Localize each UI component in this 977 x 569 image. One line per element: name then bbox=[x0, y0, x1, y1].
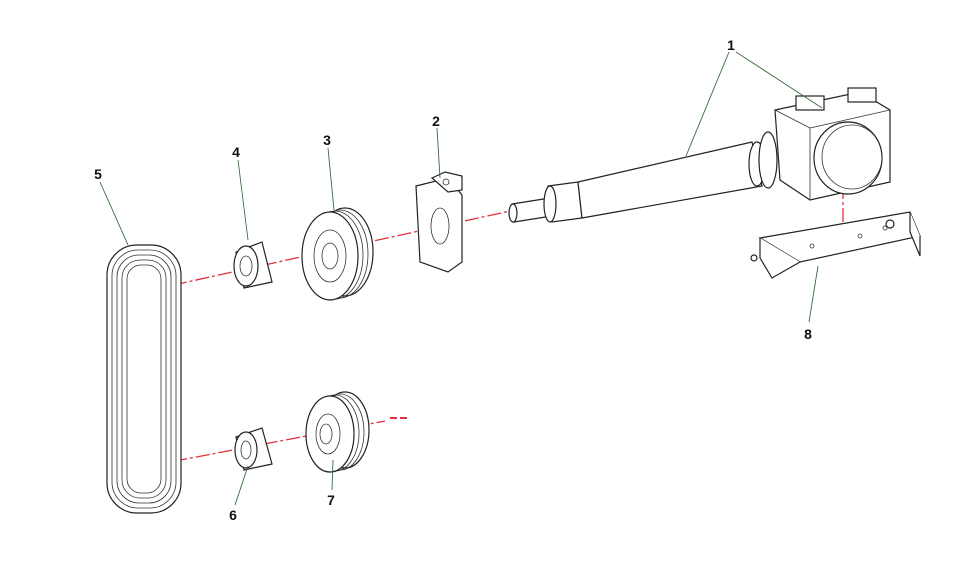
callout-3: 3 bbox=[323, 132, 331, 148]
callout-5: 5 bbox=[94, 166, 102, 182]
callout-7: 7 bbox=[327, 492, 335, 508]
callout-1: 1 bbox=[727, 37, 735, 53]
upper-center-axis bbox=[127, 199, 561, 296]
callout-2: 2 bbox=[432, 113, 440, 129]
callout-8: 8 bbox=[804, 326, 812, 342]
callout-4: 4 bbox=[232, 144, 240, 160]
leader-lines bbox=[99, 51, 823, 506]
bushing-part-4 bbox=[233, 241, 273, 289]
bracket-part-8 bbox=[750, 211, 921, 279]
mount-plate-part-2 bbox=[415, 171, 463, 273]
belt-part-5 bbox=[106, 244, 182, 514]
pulley-part-7 bbox=[305, 391, 370, 473]
bushing-part-6 bbox=[234, 427, 273, 471]
pulley-part-3 bbox=[301, 207, 374, 301]
callout-6: 6 bbox=[229, 507, 237, 523]
gearbox-shaft-part-1 bbox=[508, 87, 891, 223]
